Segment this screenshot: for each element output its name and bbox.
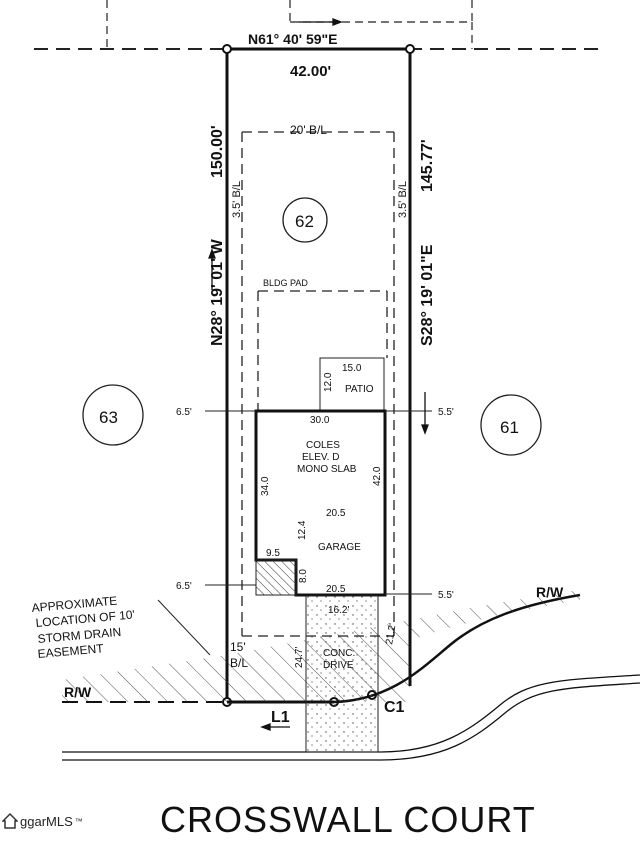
side-setback-right-label: 3.5' B/L <box>397 181 409 218</box>
house-depth-left-label: 34.0 <box>260 476 271 496</box>
mls-trademark: ™ <box>74 816 83 826</box>
front-setback-bl-label: B/L <box>230 656 248 670</box>
top-distance-label: 42.00' <box>290 63 331 80</box>
bearing-arrows <box>208 18 429 731</box>
house-label-line2: ELEV. D <box>302 452 339 463</box>
mls-watermark-text: ggarMLS <box>20 813 73 829</box>
house-logo-icon <box>2 812 18 829</box>
notch-depth-label: 8.0 <box>298 569 309 583</box>
garage-width-bottom-label: 20.5 <box>326 584 346 595</box>
patio-depth-label: 12.0 <box>323 372 334 392</box>
garage-width-top-label: 20.5 <box>326 508 346 519</box>
lot-boundary <box>222 44 415 707</box>
line-label: L1 <box>271 709 290 726</box>
offset-left-upper: 6.5' <box>176 407 192 418</box>
patio-width-label: 15.0 <box>342 363 362 374</box>
offset-dimension-lines <box>205 410 432 595</box>
side-setback-left-label: 3.5' B/L <box>231 181 243 218</box>
front-setback-label: 15' <box>230 640 246 654</box>
row-label-left: R/W <box>64 684 92 700</box>
adjacent-lot-left: 63 <box>99 408 118 427</box>
lot-circles <box>82 197 542 456</box>
drive-label-line2: DRIVE <box>323 660 354 671</box>
concrete-drive <box>305 595 379 753</box>
house-width-label: 30.0 <box>310 415 330 426</box>
easement-leader <box>157 599 211 656</box>
street-name: CROSSWALL COURT <box>160 799 536 840</box>
garage-depth-label: 12.4 <box>297 520 308 540</box>
patio-label: PATIO <box>345 384 374 395</box>
drive-length-left-label: 24.7' <box>294 647 305 668</box>
top-bearing-label: N61° 40' 59"E <box>248 31 338 47</box>
row-label-right: R/W <box>536 584 564 600</box>
adjacent-lot-right: 61 <box>500 418 519 437</box>
notch-width-label: 9.5 <box>266 548 280 559</box>
drive-length-right-label: 21.2' <box>384 622 399 645</box>
left-distance-label: 150.00' <box>209 125 226 178</box>
house-label-line1: COLES <box>306 440 340 451</box>
right-distance-label: 145.77' <box>419 139 436 192</box>
left-bearing-label: N28° 19' 01"W <box>209 238 226 346</box>
patio <box>319 357 385 411</box>
right-bearing-label: S28° 19' 01"E <box>419 244 436 346</box>
drive-label-line1: CONC. <box>323 648 355 659</box>
rear-setback-label: 20' B/L <box>290 123 327 137</box>
offset-right-lower: 5.5' <box>438 590 454 601</box>
drive-width-label: 16.2' <box>328 605 349 616</box>
curve-label: C1 <box>384 699 405 716</box>
bldg-pad-label: BLDG PAD <box>263 278 308 288</box>
garage-label: GARAGE <box>318 542 361 553</box>
easement-note: APPROXIMATE LOCATION OF 10' STORM DRAIN … <box>31 594 135 661</box>
house-label-line3: MONO SLAB <box>297 464 357 475</box>
house-depth-right-label: 42.0 <box>372 466 383 486</box>
offset-right-upper: 5.5' <box>438 407 454 418</box>
lot-number: 62 <box>295 212 314 231</box>
svg-text:EASEMENT: EASEMENT <box>37 641 105 661</box>
offset-left-lower: 6.5' <box>176 581 192 592</box>
